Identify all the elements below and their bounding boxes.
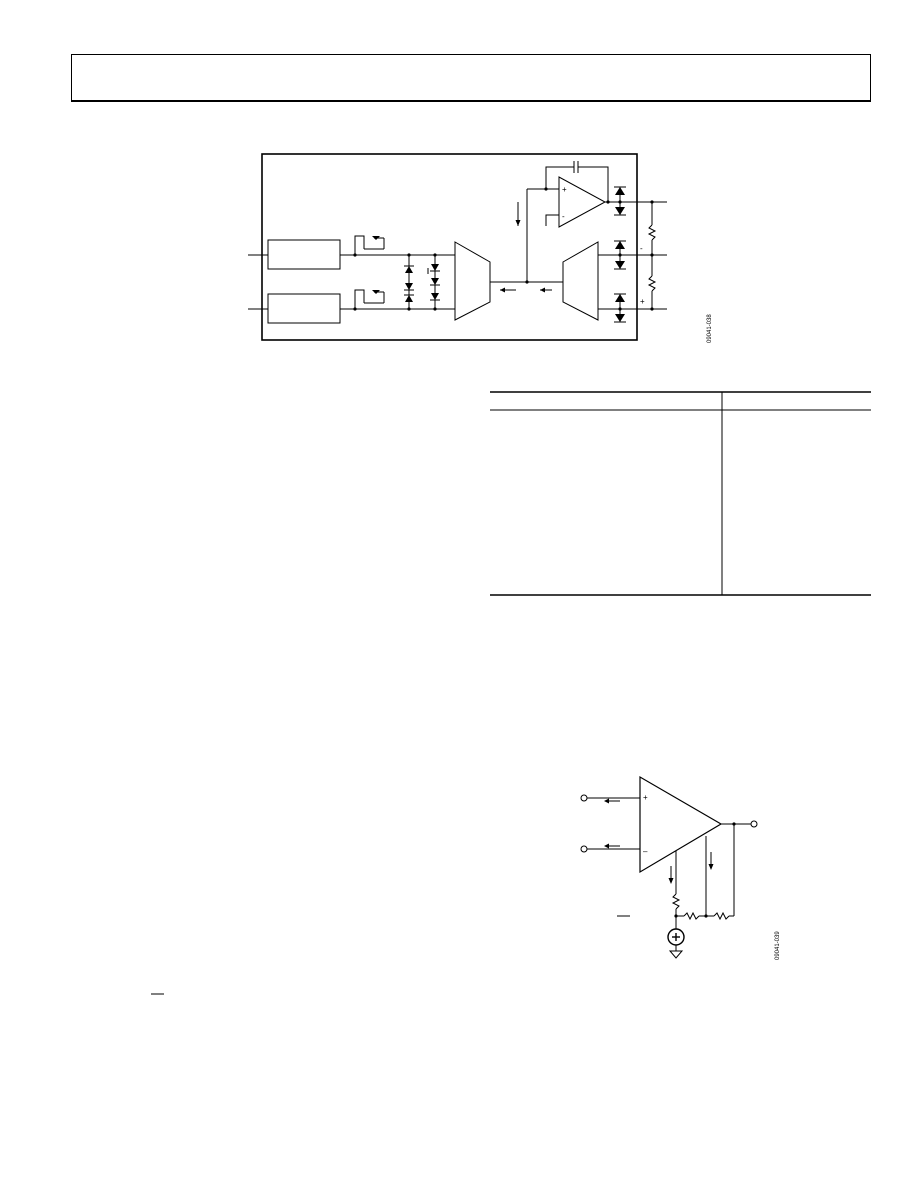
table-rules <box>490 391 871 596</box>
figure-1-id: 09041-038 <box>707 314 713 343</box>
op-amp-minus-sign: + <box>562 185 567 194</box>
input-block-top <box>267 239 341 270</box>
chip-outline <box>261 153 638 341</box>
output-stage-trapezoid <box>562 241 599 321</box>
figure-1-block-diagram: + - <box>248 153 713 343</box>
noninverting-input-sign: + <box>643 793 648 802</box>
inverting-input-sign: – <box>643 847 648 856</box>
node-plus-label: + <box>640 297 645 306</box>
figure-2-id: 09041-039 <box>775 931 781 960</box>
input-block-bottom <box>267 293 341 324</box>
internal-op-amp <box>558 176 607 228</box>
page-header-box <box>71 54 871 102</box>
op-amp-plus-sign: - <box>562 212 565 221</box>
figure-2-op-amp-circuit: + – <box>580 775 781 960</box>
op-amp-triangle <box>639 775 723 874</box>
input-stage-trapezoid <box>454 241 491 321</box>
node-minus-label: - <box>640 244 643 253</box>
